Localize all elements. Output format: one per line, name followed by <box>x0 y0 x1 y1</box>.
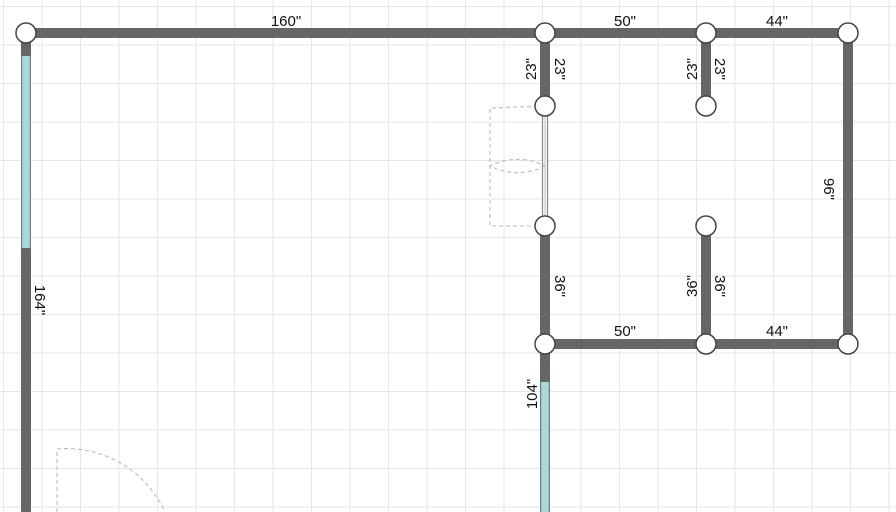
wall-node[interactable] <box>534 333 556 355</box>
dimension-label: 23" <box>711 58 728 80</box>
dimension-label: 160" <box>271 13 301 30</box>
wall-node[interactable] <box>837 333 859 355</box>
dimension-label: 50" <box>614 323 636 340</box>
wall-node[interactable] <box>534 22 556 44</box>
door-swing-lower-left <box>56 448 166 512</box>
wall-node[interactable] <box>695 22 717 44</box>
dimension-label: 44" <box>766 323 788 340</box>
dimension-label: 23" <box>551 58 568 80</box>
wall-node[interactable] <box>695 333 717 355</box>
wall-node[interactable] <box>15 22 37 44</box>
dimension-label: 44" <box>766 13 788 30</box>
wall-node[interactable] <box>695 95 717 117</box>
dimension-label: 50" <box>614 13 636 30</box>
dimension-label: 96" <box>820 178 837 200</box>
double-door[interactable] <box>489 105 549 227</box>
door-swing-bottom <box>489 165 546 227</box>
dimension-label: 23" <box>523 58 540 80</box>
door-swing-top <box>489 105 546 167</box>
dimension-label: 164" <box>31 285 48 315</box>
dimension-label: 36" <box>684 275 701 297</box>
wall-node[interactable] <box>695 215 717 237</box>
wall-node[interactable] <box>837 22 859 44</box>
dimension-label: 36" <box>711 275 728 297</box>
dimension-label: 36" <box>551 275 568 297</box>
dimension-label: 23" <box>684 58 701 80</box>
dimension-label: 104" <box>524 379 541 409</box>
wall-node[interactable] <box>534 95 556 117</box>
wall-node[interactable] <box>534 215 556 237</box>
